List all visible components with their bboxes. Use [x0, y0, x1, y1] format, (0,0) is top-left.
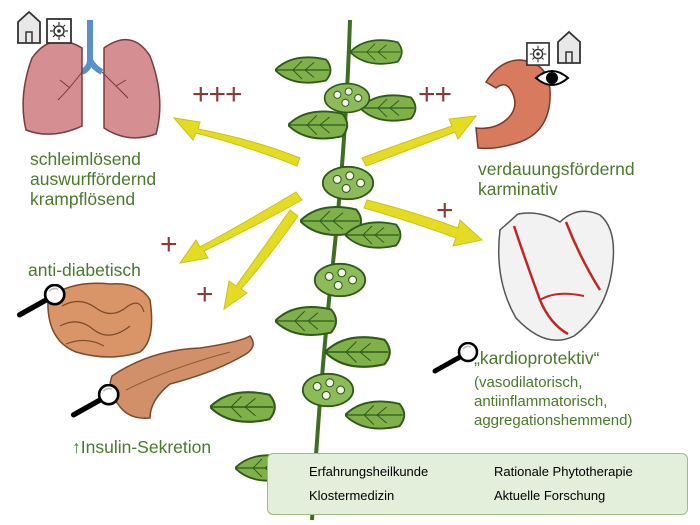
heart-rating: + — [436, 194, 454, 227]
heart-detail-1: (vasodilatorisch, — [474, 374, 583, 391]
diabetes-rating: + — [160, 228, 178, 261]
diabetes-label: anti-diabetisch — [28, 260, 141, 280]
stomach-effect-2: karminativ — [478, 179, 558, 199]
white-dead-nettle-plant — [210, 19, 417, 521]
lungs-rating: +++ — [192, 78, 243, 111]
legend-box: Erfahrungsheilkunde Klostermedizin Ratio… — [267, 453, 688, 515]
rational-phyto-icon-stomach — [526, 42, 550, 66]
magnifier-icon-heart — [435, 343, 477, 371]
lungs-effect-2: auswurffördernd — [30, 169, 157, 189]
legend-research: Aktuelle Forschung — [494, 488, 606, 503]
pancreas-label: ↑Insulin-Sekretion — [72, 437, 212, 457]
stomach-effect-1: verdauungsfördernd — [478, 159, 635, 179]
pancreas-rating: + — [196, 278, 214, 311]
heart-detail-2: antiinflammatorisch, — [474, 393, 608, 410]
heart-title: „kardioprotektiv“ — [474, 348, 600, 368]
stomach-effects: verdauungsfördernd karminativ — [478, 159, 635, 199]
arrow-to-stomach — [361, 115, 478, 167]
lungs-effect-1: schleimlösend — [30, 149, 141, 169]
legend-monastery: Klostermedizin — [309, 488, 395, 503]
monastery-icon-stomach — [557, 31, 581, 64]
legend-experience: Erfahrungsheilkunde — [309, 464, 429, 479]
heart-details: (vasodilatorisch, antiinflammatorisch, a… — [474, 373, 632, 430]
stomach-illustration — [475, 59, 551, 150]
heart-detail-3: aggregationshemmend) — [474, 412, 633, 429]
intestine-illustration — [47, 282, 153, 358]
pancreas-illustration — [109, 335, 254, 419]
lungs-illustration — [22, 20, 161, 139]
lungs-effects: schleimlösend auswurffördernd krampflöse… — [30, 149, 156, 209]
arrow-to-pancreas — [223, 209, 299, 311]
lungs-effect-3: krampflösend — [30, 189, 136, 209]
monastery-icon-lungs — [17, 11, 41, 44]
arrow-to-lungs — [172, 117, 301, 167]
legend-rational: Rationale Phytotherapie — [494, 464, 633, 479]
arrow-to-heart — [363, 199, 484, 247]
arrow-to-diabetes — [178, 191, 303, 264]
magnifier-icon-pancreas — [74, 385, 119, 415]
heart-illustration — [497, 210, 615, 341]
stomach-rating: ++ — [418, 78, 452, 111]
effect-arrows — [172, 115, 484, 311]
rational-phyto-icon-lungs — [46, 18, 72, 44]
